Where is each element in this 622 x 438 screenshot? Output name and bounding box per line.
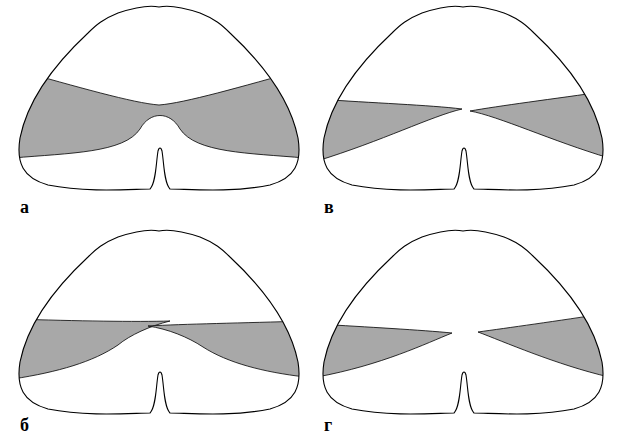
- panel-letter: б: [20, 416, 29, 434]
- wing-outline: [19, 230, 299, 414]
- wing-outline: [323, 6, 603, 190]
- wing-g: [317, 230, 609, 414]
- grey-band: [13, 69, 305, 158]
- wing-outline: [323, 230, 603, 414]
- grey-band: [317, 324, 452, 377]
- grey-band: [317, 99, 462, 161]
- wing-b: [13, 230, 305, 414]
- panel-letter: в: [324, 198, 334, 216]
- wing-a: [13, 6, 305, 190]
- wing-v: [317, 6, 609, 190]
- panel-letter: г: [324, 416, 332, 434]
- grey-band: [13, 319, 170, 379]
- wing-outline: [19, 6, 299, 190]
- grey-band: [148, 321, 305, 377]
- grey-band: [478, 313, 609, 377]
- panel-letter: а: [20, 198, 29, 216]
